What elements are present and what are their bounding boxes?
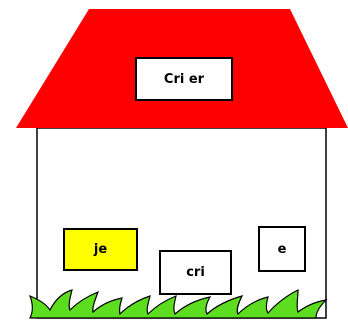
word-box-je: je <box>63 228 138 271</box>
word-box-e-text: e <box>277 241 287 257</box>
word-box-cri: cri <box>159 250 232 295</box>
word-box-cri-text: cri <box>186 265 205 280</box>
grass <box>28 289 328 319</box>
roof-title-text: Cri er <box>163 71 205 87</box>
word-box-je-text: je <box>93 242 108 257</box>
word-box-e: e <box>258 226 306 272</box>
roof-title-box: Cri er <box>135 57 233 101</box>
